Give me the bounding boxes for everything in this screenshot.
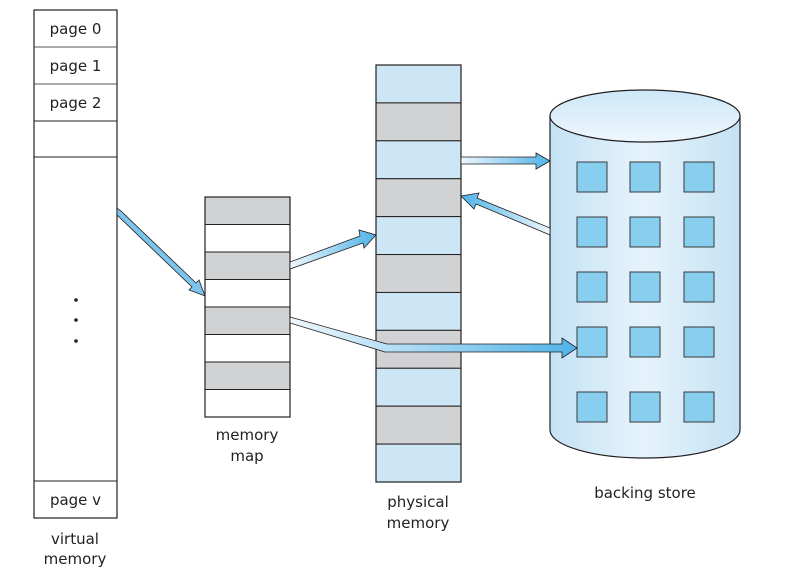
arrow-map-to-physical	[289, 229, 377, 270]
physical-frame-free	[375, 64, 462, 104]
memory-map-label-line1: memory	[216, 426, 279, 444]
virtual-memory: page 0 page 1 page 2 page v virtual memo…	[33, 9, 118, 568]
virtual-page-2: page 2	[34, 94, 117, 122]
memory-map: memory map	[204, 196, 291, 465]
memory-map-entry-unmapped	[204, 334, 291, 363]
arrow-shape	[116, 207, 206, 297]
physical-frame-used	[375, 405, 462, 445]
storage-block	[683, 216, 715, 248]
virtual-page-label: page 1	[50, 57, 102, 75]
storage-block	[629, 326, 661, 358]
cylinder-top	[549, 89, 741, 143]
ellipsis-dots	[74, 298, 78, 343]
physical-frame-used	[375, 254, 462, 293]
storage-block	[683, 161, 715, 193]
arrow-physical-to-backing-store	[460, 152, 551, 170]
physical-memory-label-line1: physical	[387, 493, 449, 511]
memory-map-entry-mapped	[204, 251, 291, 280]
backing-store-label: backing store	[594, 484, 696, 502]
physical-frame-free	[375, 443, 462, 483]
backing-store: backing store	[549, 89, 741, 502]
arrow-backing-store-to-physical	[460, 192, 551, 236]
memory-map-entry-unmapped	[204, 224, 291, 253]
ellipsis-dot	[74, 298, 78, 302]
storage-block	[629, 391, 661, 423]
storage-block	[629, 161, 661, 193]
storage-block	[576, 216, 608, 248]
arrow-shape	[289, 316, 578, 359]
physical-frame-free	[375, 291, 462, 331]
physical-frame-free	[375, 216, 462, 256]
ellipsis-dot	[74, 318, 78, 322]
arrow-shape	[460, 152, 551, 170]
storage-block	[576, 161, 608, 193]
memory-map-entry-unmapped	[204, 389, 291, 418]
memory-map-entry-mapped	[204, 306, 291, 335]
physical-frame-free	[375, 140, 462, 180]
virtual-memory-label-line1: virtual	[51, 530, 99, 548]
storage-block	[629, 271, 661, 303]
storage-block	[683, 271, 715, 303]
arrow-shape	[289, 229, 377, 270]
storage-block	[683, 391, 715, 423]
virtual-page-1: page 1	[34, 57, 117, 85]
ellipsis-dot	[74, 339, 78, 343]
arrow-shape	[460, 192, 551, 236]
physical-frame-used	[375, 102, 462, 142]
virtual-memory-label-line2: memory	[44, 550, 107, 568]
memory-map-entry-mapped	[204, 361, 291, 390]
memory-map-entry-mapped	[204, 196, 291, 225]
storage-block	[629, 216, 661, 248]
memory-map-frame	[204, 196, 291, 418]
storage-block	[576, 391, 608, 423]
physical-frame-free	[375, 367, 462, 407]
arrow-virtual-to-map	[116, 207, 206, 297]
virtual-page-label: page v	[50, 491, 101, 509]
storage-block	[683, 326, 715, 358]
physical-memory-frame	[375, 64, 462, 483]
storage-block	[576, 326, 608, 358]
virtual-page-v: page v	[34, 480, 117, 509]
virtual-page-label: page 2	[50, 94, 102, 112]
physical-memory: physical memory	[375, 64, 462, 532]
arrow-map-to-backing-store	[289, 316, 578, 359]
storage-block	[576, 271, 608, 303]
virtual-page-0: page 0	[34, 20, 117, 48]
virtual-page-label: page 0	[50, 20, 102, 38]
memory-map-label-line2: map	[230, 447, 263, 465]
memory-map-entry-unmapped	[204, 279, 291, 308]
physical-memory-label-line2: memory	[387, 514, 450, 532]
physical-frame-used	[375, 178, 462, 218]
virtual-memory-frame	[33, 9, 118, 519]
